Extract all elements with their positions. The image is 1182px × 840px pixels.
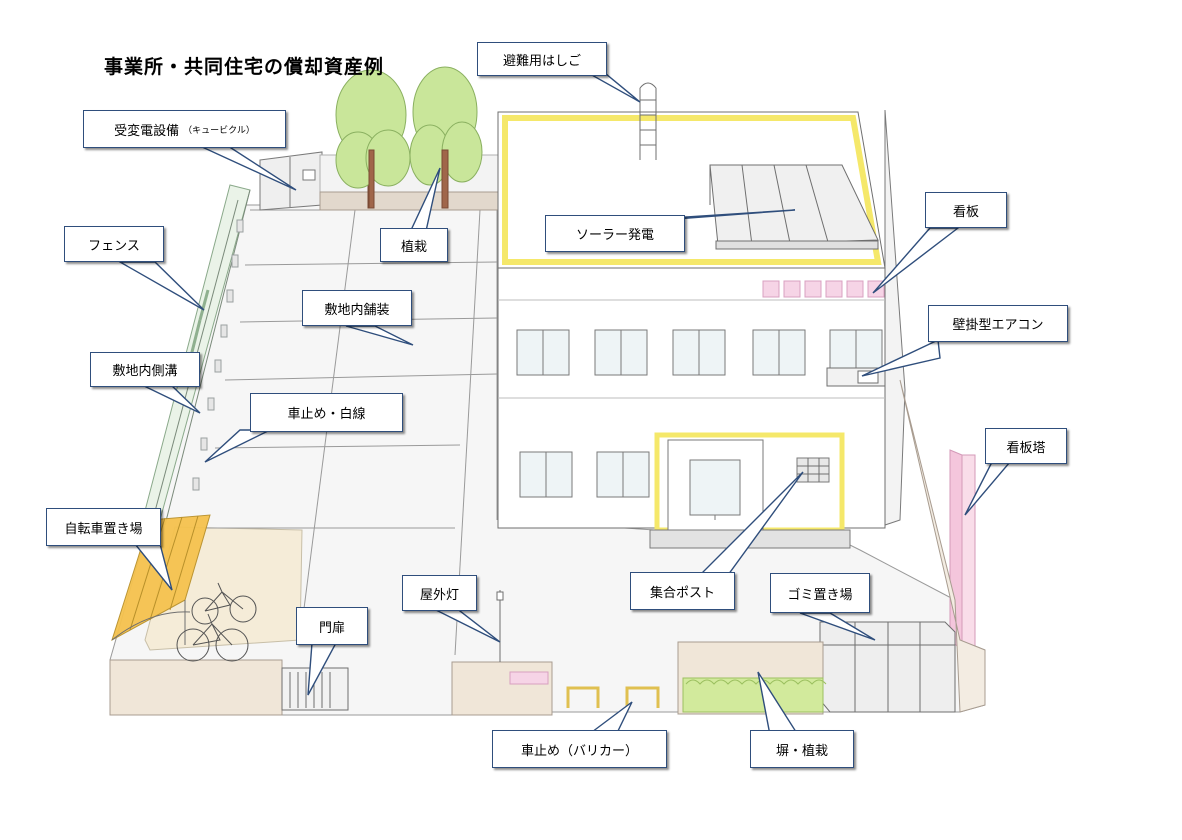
label-planting: 植栽 (380, 228, 448, 262)
label-wall-planting: 塀・植栽 (750, 730, 854, 768)
label-text: ゴミ置き場 (787, 584, 852, 603)
label-cubicle: 受変電設備 （キュービクル） (83, 110, 286, 148)
label-solar: ソーラー発電 (545, 215, 685, 252)
label-text: 看板 (953, 201, 979, 220)
label-aircon: 壁掛型エアコン (928, 305, 1068, 342)
mailbox-icon (797, 458, 829, 482)
label-signboard: 看板 (925, 192, 1007, 228)
label-text: 集合ポスト (650, 582, 715, 601)
label-text: 受変電設備 (114, 120, 179, 139)
label-text: 敷地内側溝 (112, 360, 177, 379)
label-text: フェンス (88, 235, 140, 254)
page-title: 事業所・共同住宅の償却資産例 (104, 52, 384, 79)
label-mailbox: 集合ポスト (630, 572, 735, 610)
sign-tower-icon (950, 450, 975, 650)
label-ladder: 避難用はしご (477, 42, 607, 76)
label-gutter: 敷地内側溝 (90, 352, 200, 387)
cubicle-icon (260, 152, 322, 210)
label-subtext: （キュービクル） (183, 123, 255, 136)
hedge-icon (678, 642, 826, 714)
label-sign-tower: 看板塔 (985, 428, 1067, 464)
label-bollard: 車止め（バリカー） (492, 730, 667, 768)
label-text: 看板塔 (1006, 437, 1045, 456)
label-text: 敷地内舗装 (324, 299, 389, 318)
label-text: 門扉 (319, 617, 345, 636)
label-garbage: ゴミ置き場 (770, 573, 870, 613)
label-gate: 門扉 (296, 607, 368, 645)
label-fence: フェンス (64, 226, 164, 262)
label-paving: 敷地内舗装 (302, 290, 412, 326)
front-wall-left (110, 660, 282, 715)
front-wall-center (452, 662, 552, 715)
label-outdoor-light: 屋外灯 (402, 575, 477, 611)
label-text: 車止め・白線 (287, 403, 365, 422)
label-bike-parking: 自転車置き場 (46, 508, 161, 546)
label-text: ソーラー発電 (576, 224, 654, 243)
label-wheelstop: 車止め・白線 (250, 393, 403, 432)
label-text: 塀・植栽 (776, 740, 828, 759)
garbage-shed-icon (820, 622, 955, 712)
label-text: 屋外灯 (420, 584, 459, 603)
label-text: 植栽 (401, 236, 427, 255)
label-text: 壁掛型エアコン (952, 314, 1043, 333)
label-text: 車止め（バリカー） (521, 740, 638, 759)
label-text: 自転車置き場 (64, 518, 142, 537)
label-text: 避難用はしご (503, 50, 581, 69)
